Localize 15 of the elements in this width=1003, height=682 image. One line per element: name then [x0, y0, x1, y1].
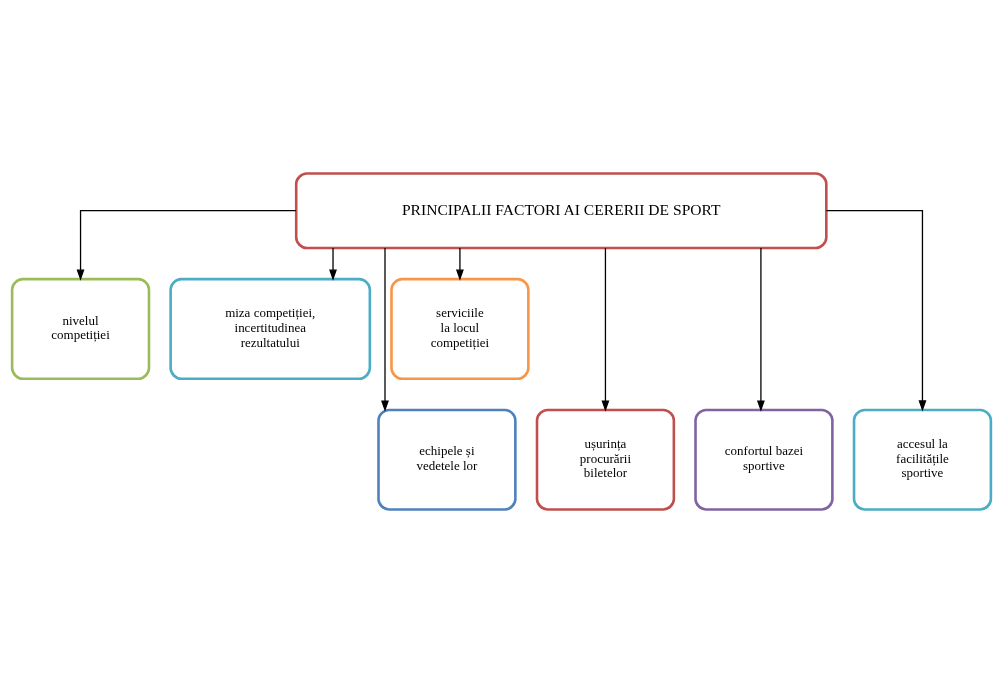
arrow	[455, 246, 464, 281]
node-box: miza competiției, incertitudinea rezultatului	[169, 277, 372, 380]
arrow	[825, 209, 927, 412]
arrow	[329, 246, 337, 281]
node-box: accesul la facilitățile sportive	[852, 408, 993, 511]
node-box: serviciile la locul competiției	[390, 277, 530, 380]
node-box: confortul bazei sportive	[694, 408, 834, 511]
arrow	[381, 246, 389, 412]
node-box: echipele și vedetele lor	[377, 408, 517, 511]
arrow	[756, 246, 765, 412]
arrow	[601, 246, 610, 412]
arrow	[76, 209, 297, 281]
node-box: PRINCIPALII FACTORI AI CERERII DE SPORT	[294, 171, 828, 249]
node-box: nivelul competiției	[10, 277, 151, 380]
node-box: ușurința procurării biletelor	[535, 408, 676, 511]
